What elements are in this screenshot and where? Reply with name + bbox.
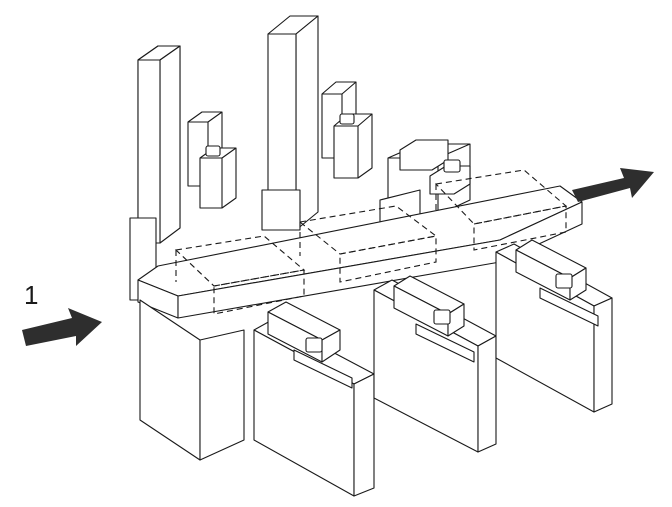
- front-cabinet-3: [373, 275, 497, 453]
- front-cabinet-4: [495, 239, 613, 413]
- machine-bed: [137, 185, 583, 319]
- arrow-right-icon-outlet: [572, 168, 654, 202]
- inlet-marker-label: 1: [24, 280, 39, 310]
- tower-right: [267, 15, 373, 231]
- front-cabinet-1: [139, 299, 245, 461]
- front-cabinet-2: [253, 301, 375, 497]
- pallet-outlines: [174, 169, 568, 315]
- arrow-right-icon: [22, 308, 102, 346]
- tower-left: [137, 45, 237, 244]
